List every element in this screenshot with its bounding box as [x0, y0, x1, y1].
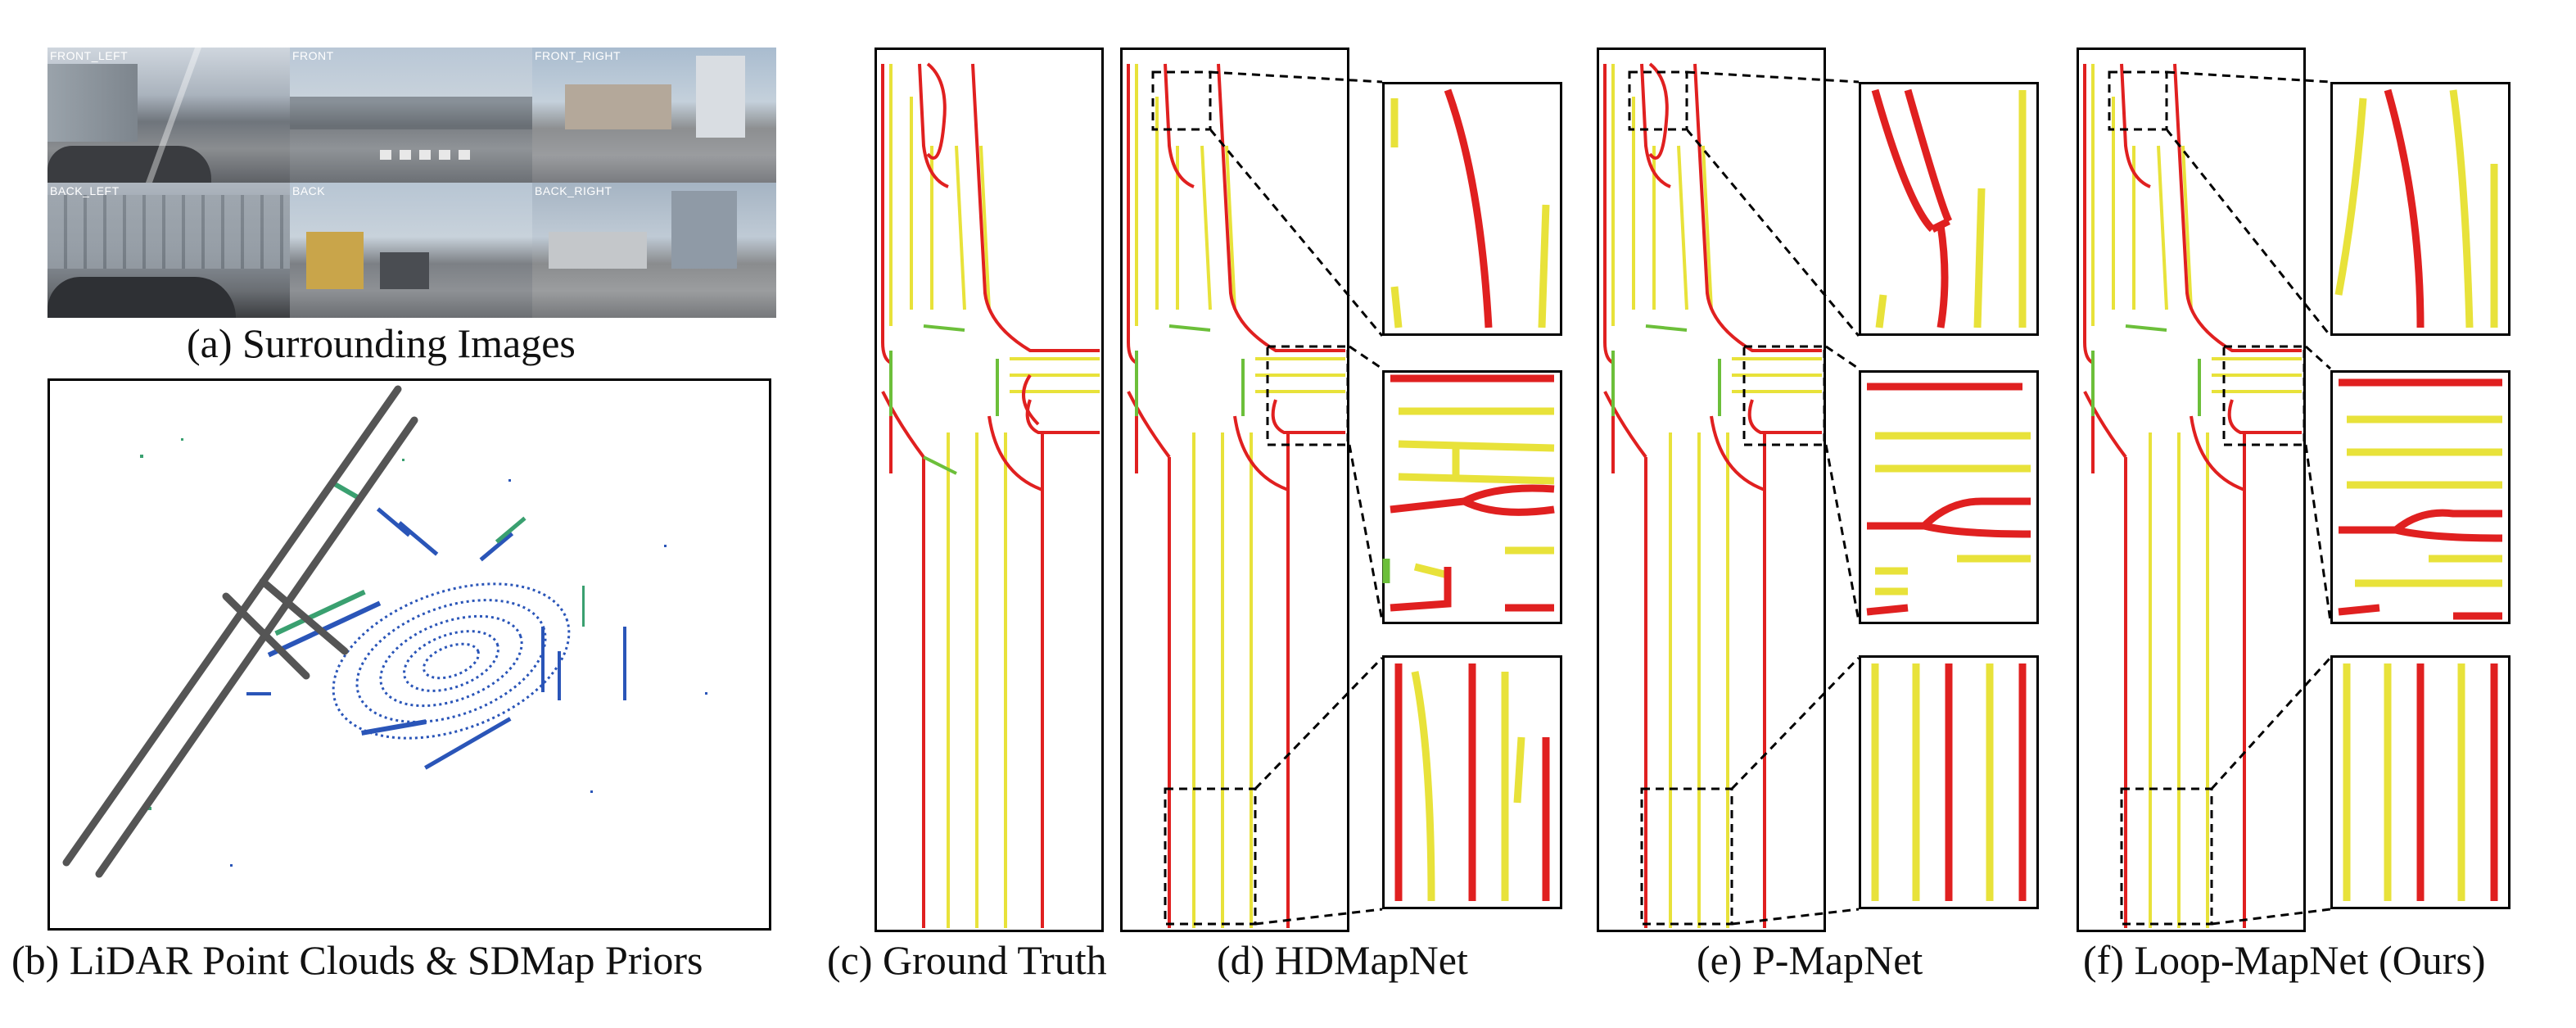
camera-label: BACK_LEFT	[50, 184, 120, 197]
camera-back: BACK	[290, 183, 532, 318]
camera-label: FRONT_RIGHT	[535, 49, 621, 62]
camera-label: BACK_RIGHT	[535, 184, 612, 197]
lidar-rings	[332, 582, 571, 740]
pmapnet-inset-mid	[1859, 370, 2039, 624]
caption-e: (e) P-MapNet	[1697, 937, 1923, 983]
ground-truth-map	[874, 48, 1104, 932]
hdmapnet-inset-top	[1382, 82, 1562, 336]
pmapnet-inset-top	[1859, 82, 2039, 336]
hdmapnet-inset-bottom	[1382, 655, 1562, 909]
lidar-points	[140, 438, 707, 867]
pmapnet-zoom-lines	[1687, 70, 1860, 926]
pmapnet-inset-bottom	[1859, 655, 2039, 909]
camera-front-left: FRONT_LEFT	[47, 48, 290, 183]
caption-b: (b) LiDAR Point Clouds & SDMap Priors	[11, 937, 703, 983]
sdmap-roads	[62, 385, 418, 878]
camera-label: FRONT	[292, 49, 334, 62]
loop-mapnet-inset-mid	[2330, 370, 2510, 624]
caption-d: (d) HDMapNet	[1217, 937, 1468, 983]
camera-label: FRONT_LEFT	[50, 49, 129, 62]
camera-back-right: BACK_RIGHT	[532, 183, 776, 318]
camera-back-left: BACK_LEFT	[47, 183, 290, 318]
pmapnet-map	[1597, 48, 1826, 932]
camera-front: FRONT	[290, 48, 532, 183]
caption-c: (c) Ground Truth	[827, 937, 1107, 983]
surrounding-images-panel: FRONT_LEFT FRONT FRONT_RIGHT BACK_LEFT B…	[47, 48, 776, 318]
loop-mapnet-zoom-lines	[2167, 70, 2332, 926]
lidar-sdmap-plot	[62, 385, 707, 878]
hdmapnet-map	[1120, 48, 1349, 932]
loop-mapnet-inset-bottom	[2330, 655, 2510, 909]
hdmapnet-zoom-lines	[1210, 70, 1384, 926]
camera-label: BACK	[292, 184, 326, 197]
lidar-panel	[47, 378, 771, 931]
loop-mapnet-inset-top	[2330, 82, 2510, 336]
caption-a: (a) Surrounding Images	[187, 320, 576, 366]
loop-mapnet-map	[2077, 48, 2306, 932]
hdmapnet-inset-mid	[1382, 370, 1562, 624]
caption-f: (f) Loop-MapNet (Ours)	[2083, 937, 2486, 983]
camera-front-right: FRONT_RIGHT	[532, 48, 776, 183]
